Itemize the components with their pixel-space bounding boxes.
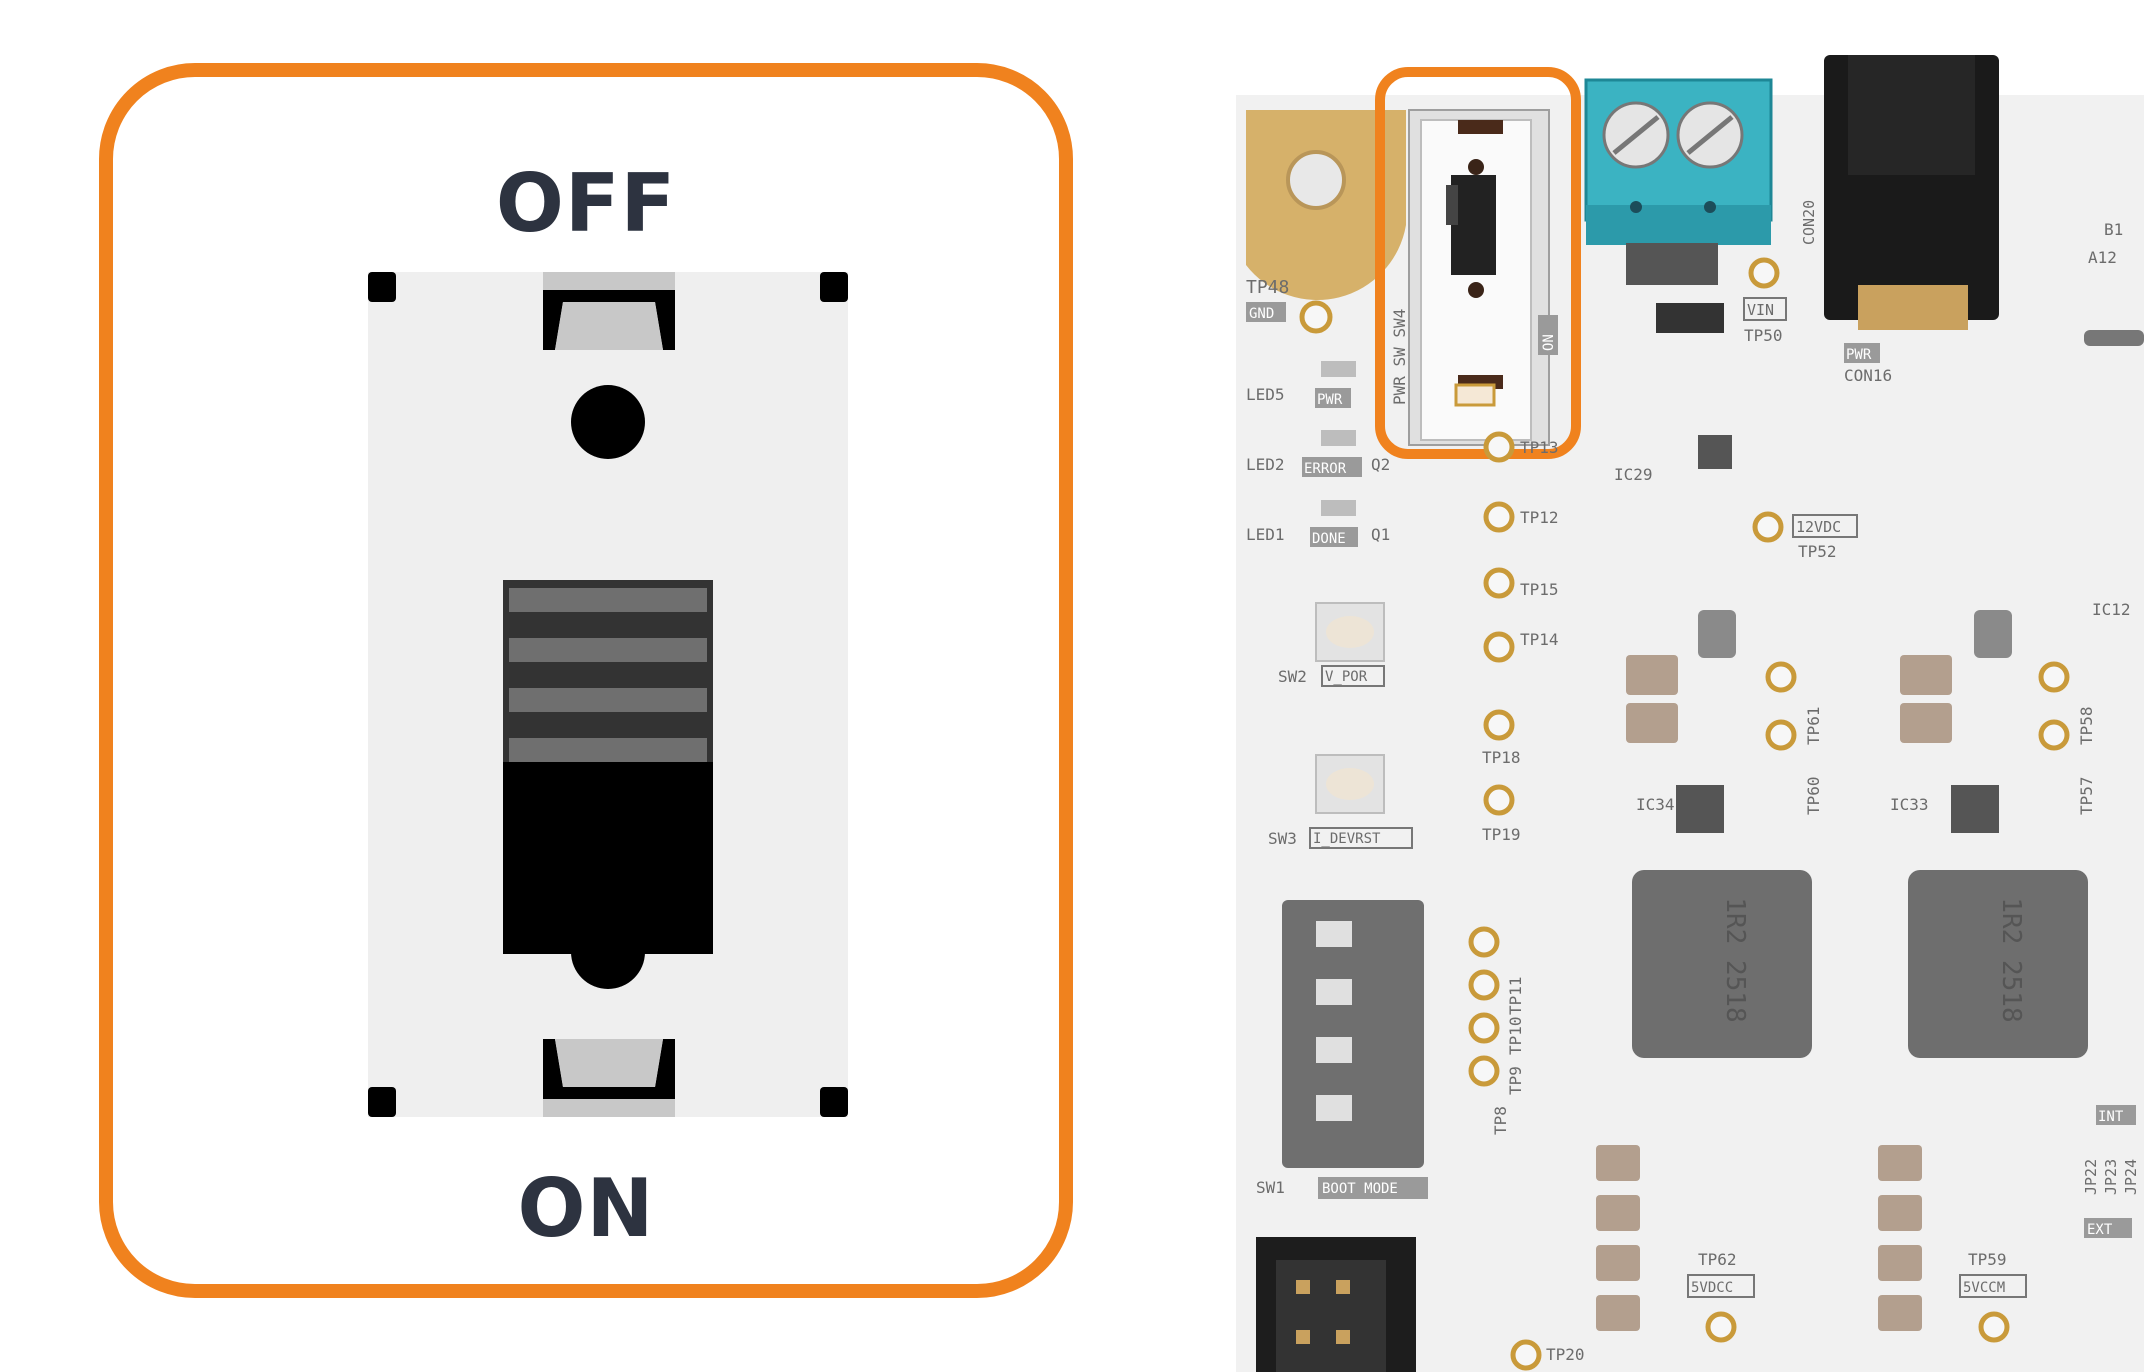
corner-pin: [368, 272, 396, 302]
silk-ic12: IC12: [2092, 600, 2131, 619]
silk-pwr-sw: PWR SW SW4: [1390, 309, 1409, 405]
silk-tp11: TP11: [1506, 976, 1525, 1015]
silk-q1: Q1: [1371, 525, 1390, 544]
silk-v-por: V_POR: [1325, 669, 1368, 685]
silk-tp18: TP18: [1482, 748, 1521, 767]
silk-done: DONE: [1312, 531, 1346, 547]
silk-ic29: IC29: [1614, 465, 1653, 484]
silk-5vccm: 5VCCM: [1963, 1280, 2005, 1296]
ic34: [1676, 785, 1724, 833]
silk-pwr-led: PWR: [1317, 392, 1343, 408]
silk-led5: LED5: [1246, 385, 1285, 404]
inductor-marking: 1R2 2518: [1996, 897, 2026, 1022]
led-smd: [1321, 361, 1356, 377]
silk-q2: Q2: [1371, 455, 1390, 474]
silk-tp57: TP57: [2077, 776, 2096, 815]
silk-tp20: TP20: [1546, 1345, 1585, 1364]
mount-hole: [571, 385, 645, 459]
corner-pin: [368, 1087, 396, 1117]
off-label: OFF: [495, 157, 677, 250]
mount-hole: [571, 915, 645, 989]
silk-ic34: IC34: [1636, 795, 1675, 814]
silk-tp9: TP9: [1506, 1066, 1525, 1095]
silk-int: INT: [2098, 1109, 2124, 1125]
corner-pin: [820, 1087, 848, 1117]
silk-tp61: TP61: [1804, 706, 1823, 745]
terminal-block-con20: [1584, 78, 1773, 245]
silk-tp8: TP8: [1491, 1106, 1510, 1135]
corner-pin: [820, 272, 848, 302]
silk-tp14: TP14: [1520, 630, 1559, 649]
diode: [1626, 243, 1718, 285]
top-terminal: [543, 272, 675, 350]
silk-tp58: TP58: [2077, 706, 2096, 745]
silk-jp23: JP23: [2102, 1159, 2120, 1195]
switch-position-callout: OFF ON: [99, 63, 1073, 1298]
silk-b1: B1: [2104, 220, 2123, 239]
silk-tp12: TP12: [1520, 508, 1559, 527]
silk-i-devrst: I_DEVRST: [1313, 831, 1381, 847]
silk-error: ERROR: [1304, 461, 1347, 477]
test-point: [1748, 257, 1780, 289]
power-slide-switch-sw4: [1408, 109, 1550, 446]
bottom-terminal: [543, 1039, 675, 1117]
dip-switch-sw1: [1282, 900, 1424, 1168]
silk-tp50: TP50: [1744, 326, 1783, 345]
switch-actuator: [503, 580, 713, 954]
silk-led1: LED1: [1246, 525, 1285, 544]
silk-tp48: TP48: [1246, 277, 1289, 298]
silk-pwr: PWR: [1846, 347, 1872, 363]
silk-con16: CON16: [1844, 366, 1892, 385]
silk-a12: A12: [2088, 248, 2117, 267]
silk-vin: VIN: [1747, 301, 1774, 319]
ic29: [1698, 435, 1732, 469]
smd-part: [1656, 303, 1724, 333]
silk-gnd: GND: [1249, 306, 1274, 322]
silk-tp19: TP19: [1482, 825, 1521, 844]
mounting-hole: [1246, 110, 1406, 301]
silk-jp22: JP22: [2082, 1159, 2100, 1195]
silk-tp59: TP59: [1968, 1250, 2007, 1269]
silk-sw2: SW2: [1278, 667, 1307, 686]
silk-ic33: IC33: [1890, 795, 1929, 814]
on-label: ON: [517, 1162, 655, 1255]
switch-highlight-box: [1375, 67, 1581, 459]
silk-tp15: TP15: [1520, 580, 1559, 599]
silk-led2: LED2: [1246, 455, 1285, 474]
silk-con20: CON20: [1800, 200, 1818, 245]
silk-12vdc: 12VDC: [1796, 518, 1841, 536]
silk-sw3: SW3: [1268, 829, 1297, 848]
test-point: [1299, 300, 1333, 334]
silk-tp52: TP52: [1798, 542, 1837, 561]
silk-5vdcc: 5VDCC: [1691, 1280, 1733, 1296]
silk-tp62: TP62: [1698, 1250, 1737, 1269]
silk-boot-mode: BOOT MODE: [1322, 1181, 1398, 1197]
silk-sw1: SW1: [1256, 1178, 1285, 1197]
slide-switch-diagram: [368, 272, 848, 1117]
inductor-marking: 1R2 2518: [1720, 897, 1750, 1022]
inductor: 1R2 2518: [1908, 870, 2088, 1058]
silk-jp24: JP24: [2122, 1159, 2140, 1195]
silk-tp13: TP13: [1520, 438, 1559, 457]
silk-on: ON: [1541, 334, 1557, 351]
silk-ext: EXT: [2087, 1222, 2113, 1238]
pin-header: [1256, 1237, 1416, 1372]
silk-tp10: TP10: [1506, 1016, 1525, 1055]
ic33: [1951, 785, 1999, 833]
silk-tp60: TP60: [1804, 776, 1823, 815]
pcb-board-photo: TP48 GND PWR SW SW4 ON CON20 VIN TP50: [1236, 55, 2144, 1372]
inductor: 1R2 2518: [1632, 870, 1812, 1058]
barrel-jack-con16: [1824, 55, 1999, 330]
